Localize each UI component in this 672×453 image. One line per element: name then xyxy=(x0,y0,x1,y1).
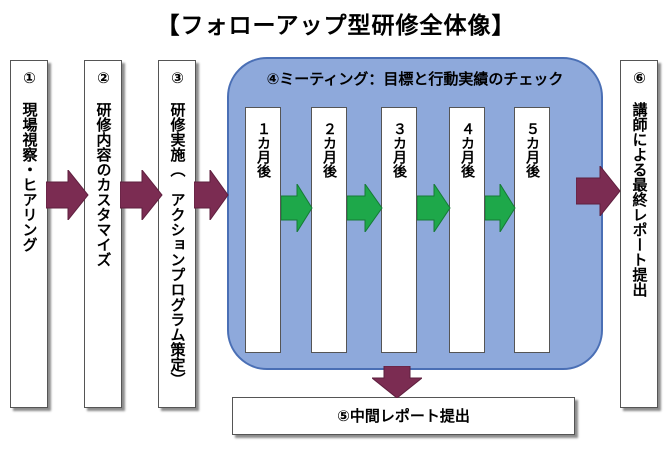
month-3-box: ３カ月後 xyxy=(381,107,417,353)
step-1-box: ① 現場視察・ヒアリング xyxy=(10,60,48,408)
green-arrow-1 xyxy=(281,184,313,232)
month-3-label: ３カ月後 xyxy=(391,122,407,178)
green-arrow-3 xyxy=(417,184,451,232)
step-6-label: ⑥ 講師による最終レポート提出 xyxy=(630,69,649,297)
green-arrow-2 xyxy=(347,184,383,232)
month-1-box: １カ月後 xyxy=(245,107,281,353)
month-2-box: ２カ月後 xyxy=(311,107,347,353)
step-2-label: ② 研修内容のカスタマイズ xyxy=(94,69,113,267)
purple-arrow-3 xyxy=(194,170,229,220)
month-4-box: ４カ月後 xyxy=(449,107,485,353)
month-5-box: ５カ月後 xyxy=(514,107,550,353)
month-1-label: １カ月後 xyxy=(255,122,271,178)
month-2-label: ２カ月後 xyxy=(321,122,337,178)
meeting-panel-title: ④ミーティング：目標と行動実績のチェック xyxy=(266,70,564,88)
step-5-box: ⑤中間レポート提出 xyxy=(232,397,575,435)
month-4-label: ４カ月後 xyxy=(459,122,475,178)
purple-arrow-1 xyxy=(46,170,89,220)
diagram-title: 【フォローアップ型研修全体像】 xyxy=(156,13,516,39)
step-1-label: ① 現場視察・ヒアリング xyxy=(20,69,39,252)
purple-arrow-down xyxy=(372,366,422,398)
purple-arrow-4 xyxy=(576,166,621,216)
month-5-label: ５カ月後 xyxy=(524,122,540,178)
green-arrow-4 xyxy=(485,184,516,232)
step-3-box: ③ 研修実施（ アクションプログラム策定） xyxy=(158,60,196,408)
purple-arrow-2 xyxy=(120,170,163,220)
step-6-box: ⑥ 講師による最終レポート提出 xyxy=(620,60,658,408)
step-2-box: ② 研修内容のカスタマイズ xyxy=(84,60,122,408)
step-3-label: ③ 研修実施（ アクションプログラム策定） xyxy=(168,69,187,387)
